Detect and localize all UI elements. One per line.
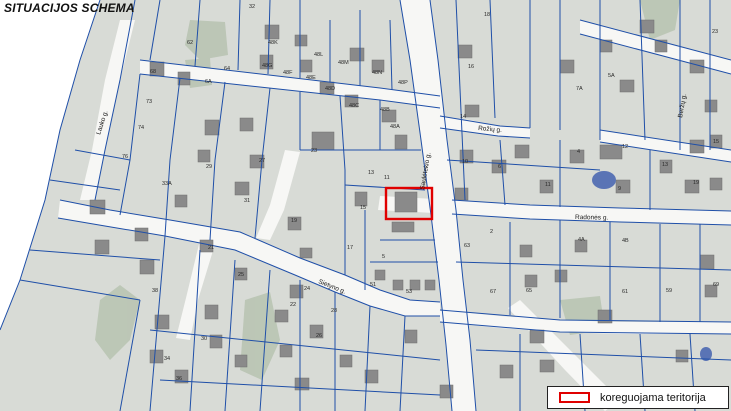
parcel-number: 16 [468, 64, 474, 70]
parcel-number: 15 [360, 205, 366, 211]
parcel-number: 24 [304, 286, 310, 292]
parcel-number: 12 [622, 144, 628, 150]
parcel-number: 5A [608, 73, 615, 79]
parcel-number: 31 [244, 198, 250, 204]
parcel-number: 17 [347, 245, 353, 251]
parcel-number: 48P [398, 80, 408, 86]
parcel-number: 10 [462, 159, 468, 165]
parcel-number-labels: 62 68 64 73 74 76 33A 6A 32 48K 48L 48G … [122, 4, 719, 382]
parcel-number: 11 [384, 175, 390, 181]
parcel-number: 6A [205, 79, 212, 85]
parcel-number: 19 [291, 218, 297, 224]
parcel-number: 15 [713, 139, 719, 145]
parcel-number: 68 [150, 69, 156, 75]
parcel-number: 29 [206, 164, 212, 170]
legend-swatch [559, 392, 590, 403]
parcel-number: 38 [152, 288, 158, 294]
parcel-number: 62 [187, 40, 193, 46]
parcel-number: 13 [662, 162, 668, 168]
parcel-number: 67 [490, 289, 496, 295]
parcel-number: 11 [545, 182, 551, 188]
parcel-number: 13 [368, 170, 374, 176]
parcel-number: 32 [249, 4, 255, 10]
parcel-number: 48E [306, 75, 316, 81]
parcel-number: 48C [349, 103, 359, 109]
parcel-number: 28 [331, 308, 337, 314]
map-legend: koreguojama teritorija [547, 386, 729, 409]
parcel-number: 9 [618, 186, 621, 192]
parcel-number: 48N [372, 70, 382, 76]
parcel-number: 59 [666, 288, 672, 294]
parcel-number: 76 [122, 154, 128, 160]
parcel-number: 74 [138, 125, 144, 131]
parcel-number: 69 [713, 282, 719, 288]
parcel-number: 53 [406, 289, 412, 295]
parcel-number: 48D [325, 86, 335, 92]
parcel-number: 21 [208, 245, 214, 251]
parcel-number: 48F [283, 70, 293, 76]
parcel-number: 30 [201, 336, 207, 342]
parcel-number: 4A [578, 237, 585, 243]
parcel-number: 4B [622, 238, 629, 244]
parcel-number: 22 [290, 302, 296, 308]
parcel-number: 19 [693, 180, 699, 186]
parcel-number: 48A [390, 124, 400, 130]
parcel-number: 6 [498, 164, 501, 170]
parcel-number: 27 [259, 158, 265, 164]
parcel-number: 65 [526, 288, 532, 294]
parcel-number: 64 [224, 66, 230, 72]
map-margin-west [0, 0, 100, 330]
map-title: SITUACIJOS SCHEMA [4, 1, 135, 15]
water [592, 171, 712, 361]
legend-label: koreguojama teritorija [600, 391, 706, 404]
parcel-number: 5 [382, 254, 385, 260]
parcel-number: 61 [622, 289, 628, 295]
parcel-number: 48L [314, 52, 323, 58]
street-label: Beržų g. [677, 93, 688, 118]
parcel-number: 51 [370, 282, 376, 288]
parcel-number: 4 [577, 149, 580, 155]
parcel-number: 33A [162, 181, 172, 187]
parcel-number: 18 [484, 12, 490, 18]
parcel-number: 26 [316, 333, 322, 339]
parcel-number: 36 [176, 376, 182, 382]
parcel-number: 2 [490, 229, 493, 235]
street-label: Radonės g. [575, 214, 609, 222]
parcel-number: 73 [146, 99, 152, 105]
parcel-number: 25 [238, 272, 244, 278]
parcel-number: 14 [460, 114, 466, 120]
parcel-number: 48K [268, 40, 278, 46]
parcel-number: 34 [164, 356, 170, 362]
parcel-number: 23 [311, 148, 317, 154]
parcel-number: 48M [338, 60, 349, 66]
parcel-number: 23 [712, 29, 718, 35]
parcel-number: 7A [576, 86, 583, 92]
designated-territory-outline [384, 186, 434, 221]
street-label: Rožių g. [478, 125, 503, 134]
parcel-number: 48G [262, 63, 272, 69]
parcel-number: 48B [380, 107, 390, 113]
parcel-number: 63 [464, 243, 470, 249]
